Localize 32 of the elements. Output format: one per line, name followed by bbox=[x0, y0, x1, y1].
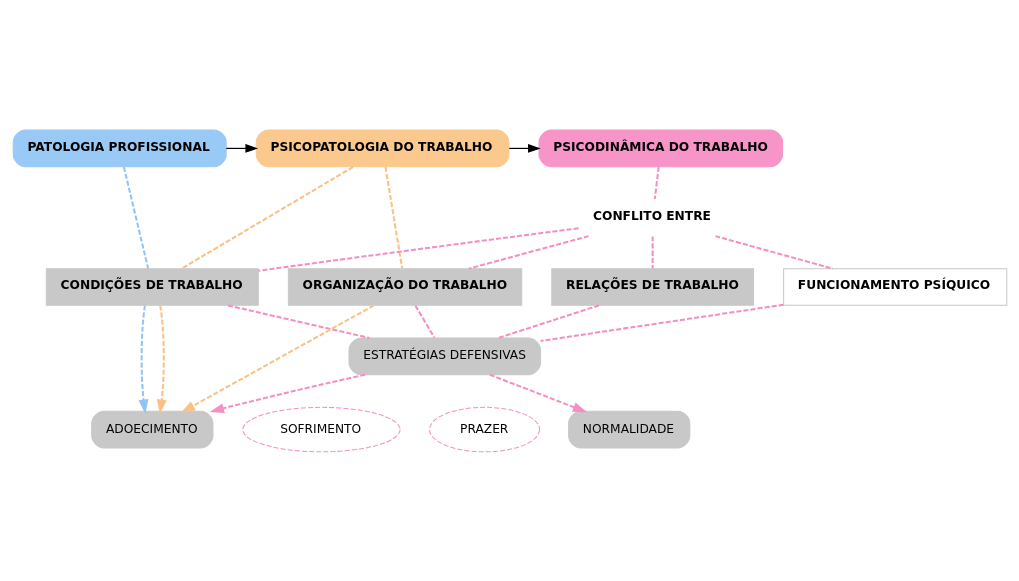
connector bbox=[468, 234, 589, 270]
node-box: ADOECIMENTO bbox=[90, 410, 213, 448]
connector bbox=[257, 226, 579, 272]
connector bbox=[497, 303, 599, 339]
connector bbox=[384, 166, 403, 269]
connector bbox=[653, 166, 660, 199]
node-box: ESTRATÉGIAS DEFENSIVAS bbox=[348, 336, 541, 375]
node-box: CONDIÇÕES DE TRABALHO bbox=[45, 267, 259, 306]
node-box: FUNCIONAMENTO PSÍQUICO bbox=[782, 267, 1007, 306]
node-box: RELAÇÕES DE TRABALHO bbox=[550, 267, 754, 306]
connector bbox=[180, 165, 353, 269]
node-box: PATOLOGIA PROFISSIONAL bbox=[12, 129, 227, 167]
arrow bbox=[156, 304, 167, 414]
arrow bbox=[489, 373, 587, 412]
arrow bbox=[209, 373, 365, 413]
arrow bbox=[180, 304, 374, 413]
node-ellipse: PRAZER bbox=[428, 406, 540, 452]
connector bbox=[414, 304, 435, 338]
connector bbox=[651, 235, 654, 268]
connector bbox=[714, 234, 833, 270]
node-box: PSICOPATOLOGIA DO TRABALHO bbox=[255, 129, 509, 167]
connector bbox=[539, 303, 784, 342]
node-ellipse: SOFRIMENTO bbox=[241, 406, 401, 452]
node-text: CONFLITO ENTRE bbox=[592, 208, 711, 223]
arrow bbox=[508, 143, 541, 153]
arrow bbox=[138, 304, 148, 414]
connector bbox=[122, 166, 149, 269]
node-box: NORMALIDADE bbox=[567, 410, 690, 448]
arrow bbox=[225, 143, 258, 153]
node-box: ORGANIZAÇÃO DO TRABALHO bbox=[287, 267, 522, 306]
node-box: PSICODINÂMICA DO TRABALHO bbox=[538, 129, 783, 167]
connector bbox=[227, 303, 370, 339]
